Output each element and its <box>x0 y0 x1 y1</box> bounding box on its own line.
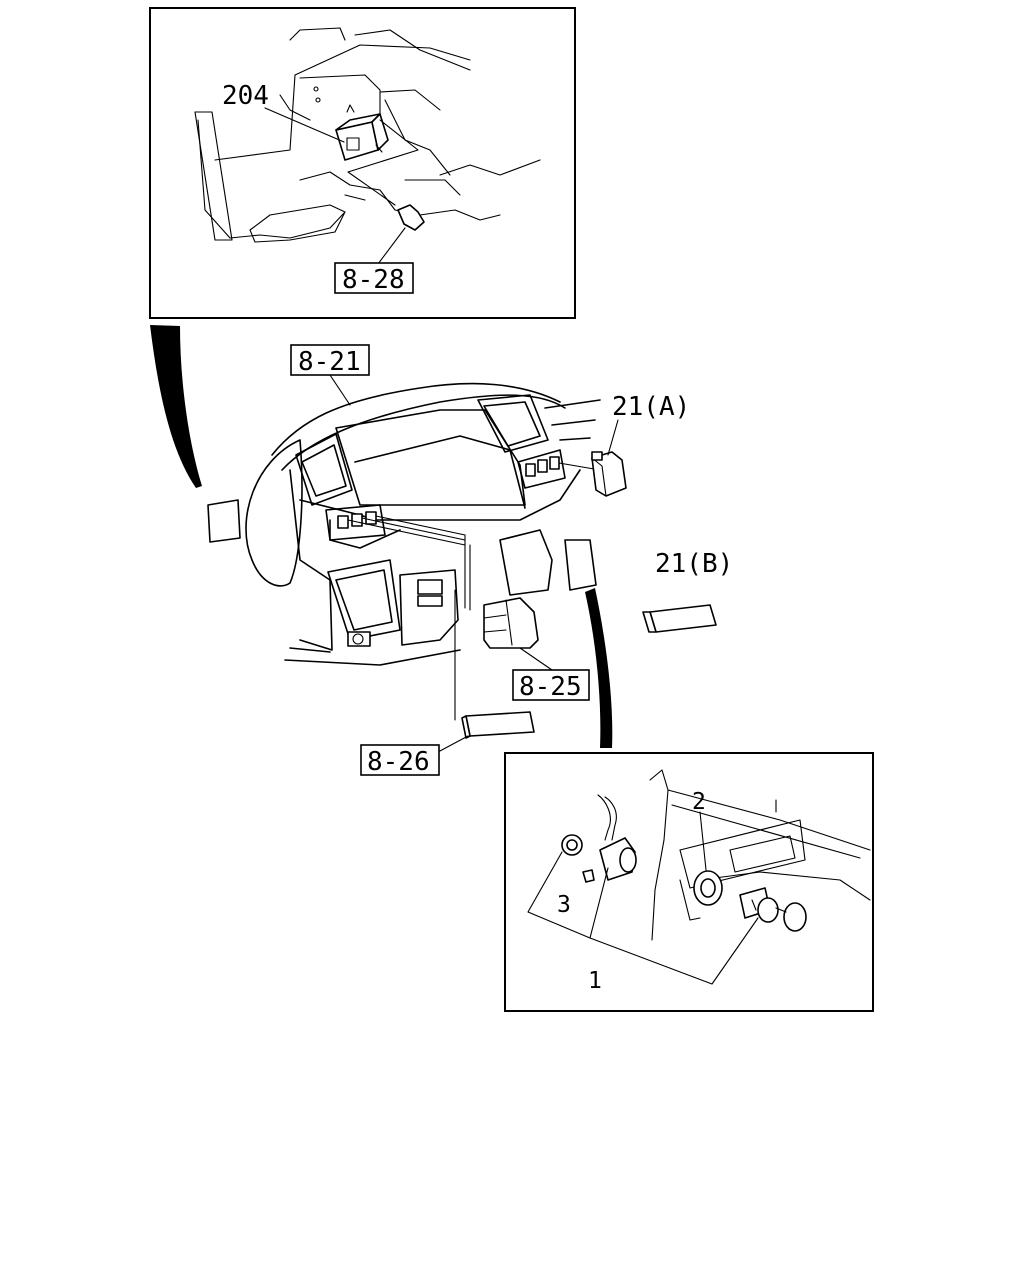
label-8-21: 8-21 <box>298 347 361 377</box>
blank-cover-21b: 21(B) <box>642 549 733 633</box>
switch-21a: 21(A) <box>591 392 690 497</box>
socket-housing <box>597 794 637 881</box>
bottom-detail-frame <box>504 752 874 1012</box>
ref-box-8-28 <box>334 262 414 294</box>
label-204: 204 <box>222 81 269 111</box>
label-8-28: 8-28 <box>342 265 405 295</box>
bottom-detail-view: 2 3 1 <box>504 752 874 1012</box>
ref-box-8-25 <box>512 669 590 701</box>
label-8-25: 8-25 <box>519 672 582 702</box>
switch-bank-right <box>517 449 601 489</box>
label-1: 1 <box>588 968 602 994</box>
lighter-plug <box>739 887 807 932</box>
switch-bank-left <box>325 504 471 611</box>
switch-8-25: 8-25 <box>483 597 590 702</box>
instrument-panel-assembly: 8-21 <box>207 344 601 721</box>
ref-box-8-26 <box>360 744 440 776</box>
label-21b: 21(B) <box>655 549 733 579</box>
top-detail-view: 204 8-28 <box>149 7 576 319</box>
connector-bottom <box>585 588 613 748</box>
relay-204 <box>335 104 389 161</box>
ref-box-8-21 <box>290 344 370 376</box>
label-21a: 21(A) <box>612 392 690 422</box>
socket-2: 2 <box>692 789 723 906</box>
top-detail-frame <box>149 7 576 319</box>
ring <box>561 834 583 856</box>
label-2: 2 <box>692 789 706 815</box>
bolt-8-28 <box>397 204 425 231</box>
label-8-26: 8-26 <box>367 747 430 777</box>
cover-8-26: 8-26 <box>360 711 535 777</box>
label-3: 3 <box>557 892 571 918</box>
part-3: 3 <box>557 869 595 918</box>
connector-top <box>150 325 202 488</box>
